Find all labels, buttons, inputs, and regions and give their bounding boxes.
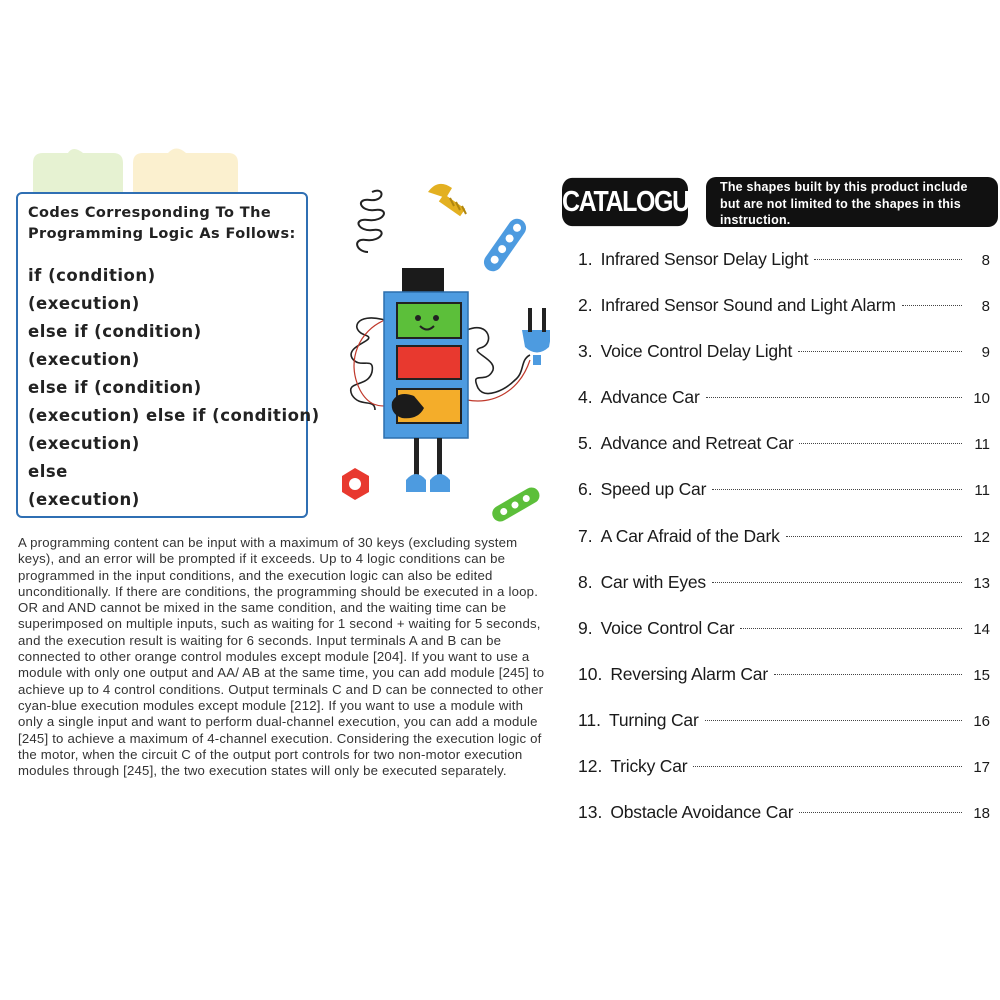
catalogue-item-label: Reversing Alarm Car	[610, 663, 768, 684]
code-line: (execution)	[28, 294, 140, 313]
catalogue-title: CATALOGUE	[562, 177, 705, 227]
catalogue-item-number: 11.	[578, 709, 602, 730]
robot-face	[415, 315, 439, 331]
dot-leader	[712, 489, 962, 491]
robot-head	[402, 268, 444, 294]
catalogue-item-page: 15	[973, 666, 990, 684]
catalogue-item: 2. Infrared Sensor Sound and Light Alarm 8	[578, 282, 990, 328]
robot-illustration	[342, 183, 550, 522]
hex-nut-icon	[342, 468, 369, 500]
catalogue-item: 1. Infrared Sensor Delay Light 8	[578, 236, 990, 282]
catalogue-item: 7. A Car Afraid of the Dark 12	[578, 513, 990, 559]
catalogue-item-number: 8.	[578, 571, 593, 592]
catalogue-item-page: 10	[973, 390, 990, 408]
catalogue-item: 11. Turning Car 16	[578, 697, 990, 743]
catalogue-item-page: 13	[973, 574, 990, 592]
code-lines: if (condition) (execution) else if (cond…	[28, 262, 320, 514]
catalogue-item-number: 9.	[578, 617, 593, 638]
catalogue-item-number: 12.	[578, 756, 603, 777]
catalogue-item-number: 3.	[578, 341, 593, 362]
catalogue-item-number: 13.	[578, 802, 603, 823]
code-line: else if (condition)	[28, 378, 202, 397]
dot-leader	[799, 443, 962, 445]
robot-hand	[391, 394, 424, 419]
catalogue-list: 1. Infrared Sensor Delay Light 8 2. Infrared…	[578, 236, 990, 835]
catalogue-item-page: 18	[973, 805, 990, 823]
catalogue-item-label: Obstacle Avoidance Car	[610, 802, 794, 823]
catalogue-item-label: Advance Car	[600, 387, 700, 408]
catalogue-item-page: 8	[981, 252, 990, 269]
link-bar-icon	[483, 218, 527, 272]
catalogue-item: 10. Reversing Alarm Car 15	[578, 651, 990, 697]
catalogue-item: 9. Voice Control Car 14	[578, 605, 990, 651]
catalogue-item-number: 6.	[578, 479, 593, 500]
code-line: (execution) else if (condition)	[28, 406, 320, 425]
plug-icon	[522, 308, 550, 365]
catalogue-item-page: 17	[973, 759, 990, 777]
catalogue-item: 12. Tricky Car 17	[578, 743, 990, 789]
body-paragraph: A programming content can be input with …	[18, 535, 545, 779]
catalogue-item-label: Tricky Car	[610, 756, 688, 777]
catalogue-item: 13. Obstacle Avoidance Car 18	[578, 789, 990, 835]
robot-red-panel	[396, 345, 462, 380]
code-logic-box: Codes Corresponding To The Programming L…	[16, 192, 319, 518]
catalogue-item: 5. Advance and Retreat Car 11	[578, 420, 990, 466]
catalogue-item-page: 11	[974, 482, 990, 500]
catalogue-note: The shapes built by this product include…	[706, 177, 998, 227]
catalogue-item-page: 11	[974, 436, 990, 454]
catalogue-item-number: 2.	[578, 295, 593, 316]
dot-leader	[901, 305, 962, 307]
code-line: if (condition)	[28, 266, 156, 285]
catalogue-item-page: 14	[973, 620, 990, 638]
catalogue-item: 8. Car with Eyes 13	[578, 559, 990, 605]
code-line: (execution)	[28, 490, 140, 509]
catalogue-item-label: A Car Afraid of the Dark	[600, 525, 780, 546]
catalogue-item-number: 10.	[578, 663, 603, 684]
robot-right-arm	[466, 327, 531, 402]
code-line: else if (condition)	[28, 322, 202, 341]
catalogue-item: 4. Advance Car 10	[578, 374, 990, 420]
dot-leader	[693, 766, 962, 768]
dot-leader	[711, 581, 962, 583]
catalogue-item: 3. Voice Control Delay Light 9	[578, 328, 990, 374]
code-heading: Codes Corresponding To The Programming L…	[28, 205, 296, 242]
catalogue-item-page: 9	[981, 344, 990, 362]
catalogue-item-label: Voice Control Delay Light	[600, 341, 793, 362]
dot-leader	[785, 535, 962, 537]
catalogue-item-number: 7.	[578, 525, 593, 546]
code-line: (execution)	[28, 350, 140, 369]
catalogue-item-label: Turning Car	[609, 709, 699, 730]
dot-leader	[705, 397, 962, 399]
robot-green-panel	[396, 302, 462, 339]
catalogue-item-label: Infrared Sensor Delay Light	[600, 249, 809, 269]
puzzle-decoration	[33, 148, 238, 193]
dot-leader	[814, 259, 962, 260]
catalogue-item-label: Voice Control Car	[600, 617, 735, 638]
catalogue-item-label: Infrared Sensor Sound and Light Alarm	[600, 295, 896, 316]
dot-leader	[773, 673, 962, 675]
robot-legs	[406, 438, 450, 492]
screw-icon	[428, 183, 467, 217]
catalogue-item-page: 16	[973, 712, 990, 730]
dot-leader	[798, 351, 962, 353]
catalogue-item-number: 4.	[578, 387, 593, 408]
spring-icon	[356, 189, 385, 253]
robot-left-arm	[349, 317, 396, 411]
dot-leader	[704, 719, 962, 721]
catalogue-item: 6. Speed up Car 11	[578, 466, 990, 512]
code-line: else	[28, 462, 68, 481]
catalogue-item-number: 1.	[578, 249, 593, 269]
catalogue-item-label: Speed up Car	[600, 479, 707, 500]
dot-leader	[799, 812, 962, 814]
catalogue-item-page: 8	[981, 298, 990, 316]
catalogue-item-page: 12	[973, 528, 990, 546]
dot-leader	[740, 627, 962, 629]
green-link-bar-icon	[492, 487, 540, 522]
code-line: (execution)	[28, 434, 140, 453]
catalogue-item-label: Advance and Retreat Car	[600, 433, 794, 454]
catalogue-item-label: Car with Eyes	[600, 571, 707, 592]
catalogue-item-number: 5.	[578, 433, 593, 454]
